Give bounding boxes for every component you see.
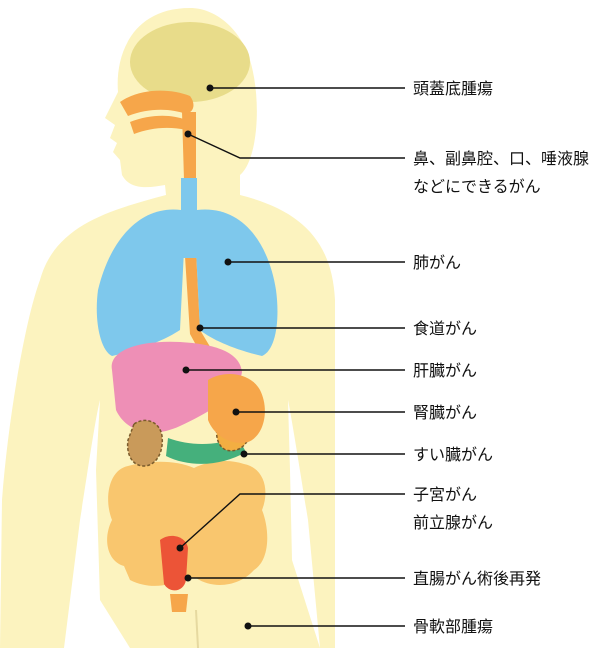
label-uterine-cancer: 子宮がん (413, 484, 477, 506)
label-skull-base-tumor: 頭蓋底腫瘍 (413, 78, 493, 100)
dot-pancreas (241, 451, 248, 458)
dot-rectum (185, 575, 192, 582)
label-esophageal-cancer: 食道がん (413, 318, 477, 340)
dot-uterus (177, 545, 184, 552)
bronchi-shape (170, 236, 210, 250)
label-prostate-cancer: 前立腺がん (413, 512, 493, 534)
label-kidney-cancer: 腎臓がん (413, 402, 477, 424)
dot-esophagus (197, 325, 204, 332)
label-head-neck-1: 鼻、副鼻腔、口、唾液腺 (413, 148, 589, 170)
label-head-neck-2: などにできるがん (413, 176, 541, 198)
label-liver-cancer: 肝臓がん (413, 360, 477, 382)
anus-shape (170, 594, 188, 612)
label-lung-cancer: 肺がん (413, 252, 461, 274)
label-pancreatic-cancer: すい臓がん (413, 444, 493, 466)
dot-liver (183, 367, 190, 374)
dot-brain (207, 85, 214, 92)
dot-kidney (233, 409, 240, 416)
dot-bone (245, 623, 252, 630)
intestine-shape (107, 461, 267, 586)
dot-headneck (185, 131, 192, 138)
label-bone-soft-tissue-tumor: 骨軟部腫瘍 (413, 616, 493, 638)
label-rectal-recurrence: 直腸がん術後再発 (413, 568, 541, 590)
dot-lung (225, 259, 232, 266)
brain-shape (130, 22, 250, 102)
left-kidney-shape (128, 420, 163, 466)
